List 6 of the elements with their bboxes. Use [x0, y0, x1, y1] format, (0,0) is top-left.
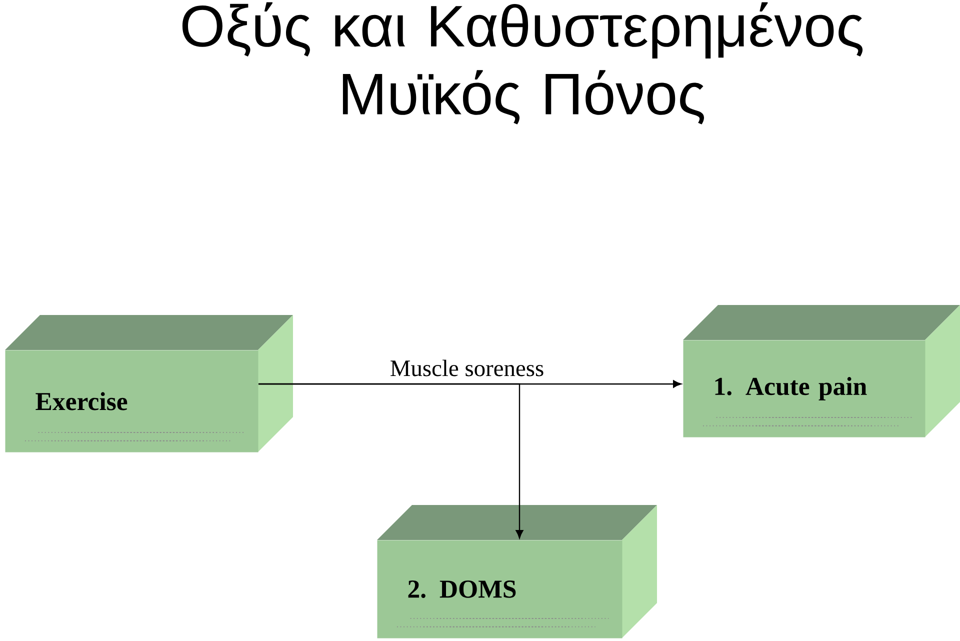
arrow: [258, 383, 524, 538]
box: Exercise: [5, 315, 293, 452]
edge-label: Muscle soreness: [388, 358, 546, 378]
title: Οξύς και Καθυστερημένος Μυϊκός Πόνος: [182, 2, 863, 124]
box: 1. Acute pain: [683, 305, 960, 438]
box: 2. DOMS: [377, 505, 657, 638]
